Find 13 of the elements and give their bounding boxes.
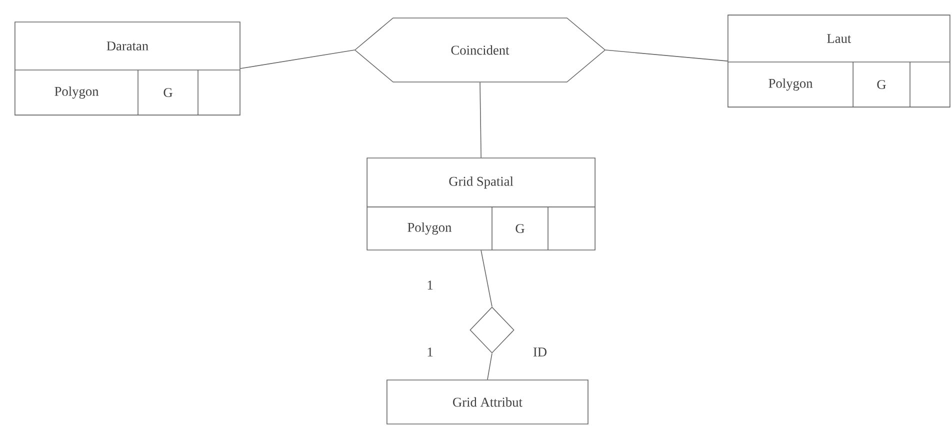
- diamond-shape: [470, 306, 514, 354]
- entity-table: Laut Polygon G: [728, 14, 950, 108]
- entity-table: Grid Spatial Polygon G: [366, 158, 596, 250]
- connector-line: [480, 82, 482, 158]
- connector-line: [605, 50, 728, 62]
- cardinality-label: 1: [425, 346, 435, 358]
- entity-table: Daratan Polygon G: [14, 22, 240, 116]
- connector-line: [487, 353, 492, 380]
- beside-label: ID: [533, 348, 546, 356]
- cardinality-label: 1: [425, 279, 435, 291]
- connector-line: [480, 250, 492, 307]
- entity-table: Grid Attribut: [386, 380, 588, 424]
- connector-line: [240, 50, 355, 69]
